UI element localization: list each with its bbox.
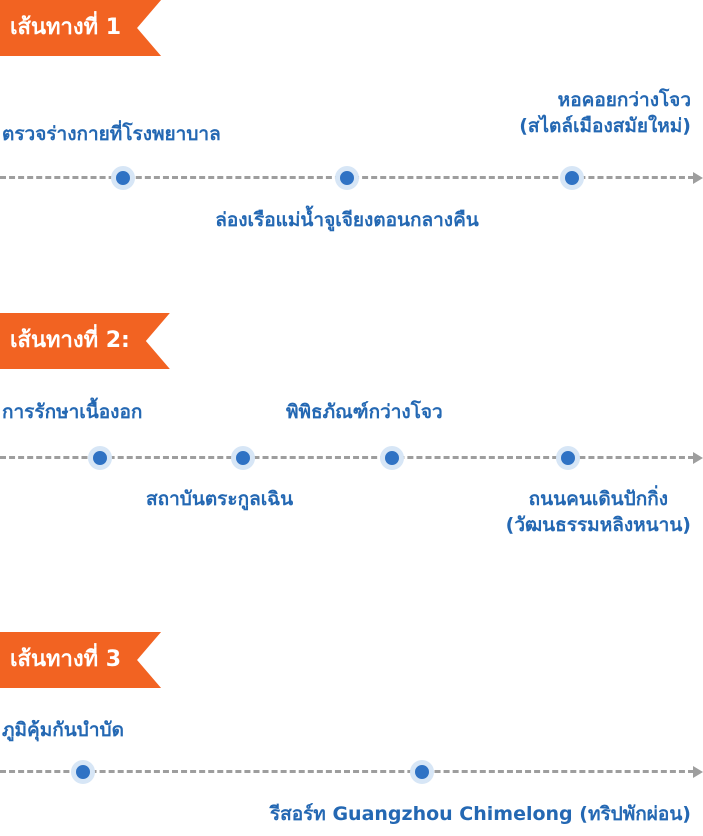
route-2-tag: เส้นทางที่ 2: <box>0 313 170 369</box>
route-1-arrow-icon <box>693 172 703 184</box>
route-1-stop-c-line2: (สไตล์เมืองสมัยใหม่) <box>519 114 691 137</box>
route-2-stop-d-label: ถนนคนเดินปักกิ่ง (วัฒนธรรมหลิงหนาน) <box>506 487 691 538</box>
route-1: เส้นทางที่ 1 ตรวจร่างกายที่โรงพยาบาล หอค… <box>0 0 703 260</box>
route-2-stop-d-line1: ถนนคนเดินปักกิ่ง <box>528 488 668 510</box>
route-2-timeline <box>0 456 694 459</box>
route-1-stop-c-line1: หอคอยกว่างโจว <box>557 89 691 111</box>
route-2-stop-d-dot <box>556 446 580 470</box>
route-3-tag: เส้นทางที่ 3 <box>0 632 161 688</box>
route-1-stop-b-dot <box>335 166 359 190</box>
route-3-stop-a-dot <box>71 760 95 784</box>
route-1-stop-a-dot <box>111 166 135 190</box>
route-2-arrow-icon <box>693 452 703 464</box>
route-1-stop-c-label: หอคอยกว่างโจว (สไตล์เมืองสมัยใหม่) <box>519 88 691 139</box>
route-3-stop-b-dot <box>410 760 434 784</box>
route-1-stop-a-label: ตรวจร่างกายที่โรงพยาบาล <box>2 123 221 145</box>
route-3-stop-a-label: ภูมิคุ้มกันบำบัด <box>2 719 124 741</box>
route-3-stop-b-label: รีสอร์ท Guangzhou Chimelong (ทริปพักผ่อน… <box>269 803 691 825</box>
route-2-stop-c-dot <box>380 446 404 470</box>
route-3-timeline <box>0 770 694 773</box>
route-2-stop-a-label: การรักษาเนื้องอก <box>2 401 143 423</box>
route-2-stop-b-label: สถาบันตระกูลเฉิน <box>146 488 294 510</box>
route-3: เส้นทางที่ 3 ภูมิคุ้มกันบำบัด รีสอร์ท Gu… <box>0 632 703 836</box>
route-2-stop-c-label: พิพิธภัณฑ์กว่างโจว <box>286 401 443 423</box>
route-3-arrow-icon <box>693 766 703 778</box>
route-2: เส้นทางที่ 2: การรักษาเนื้องอก พิพิธภัณฑ… <box>0 313 703 573</box>
route-1-tag: เส้นทางที่ 1 <box>0 0 161 56</box>
route-1-stop-b-label: ล่องเรือแม่น้ำจูเจียงตอนกลางคืน <box>215 209 479 231</box>
route-1-stop-c-dot <box>560 166 584 190</box>
route-2-stop-d-line2: (วัฒนธรรมหลิงหนาน) <box>505 513 691 536</box>
route-2-stop-b-dot <box>231 446 255 470</box>
route-2-stop-a-dot <box>88 446 112 470</box>
